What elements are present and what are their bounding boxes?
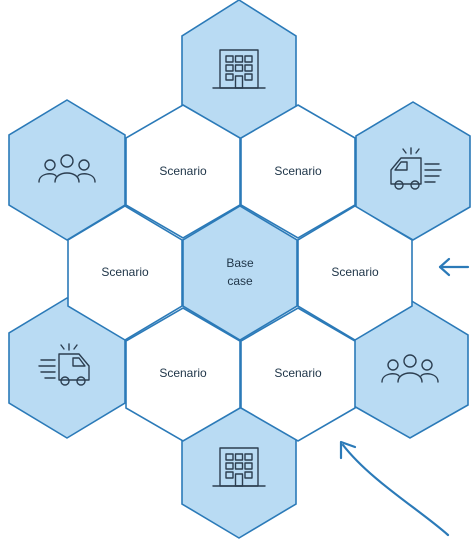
scenario-label: Scenario <box>101 265 149 279</box>
scenario-label: Scenario <box>159 164 207 178</box>
scenario-label: Scenario <box>159 366 207 380</box>
hex-base-case: Base case <box>182 205 298 341</box>
hex-scenario-lower-right: Scenario <box>240 307 356 442</box>
hex-scenario-middle-right: Scenario <box>297 205 413 341</box>
hex-upper-left-people <box>8 99 126 241</box>
scenario-label: Scenario <box>331 265 379 279</box>
right-arrow-icon <box>438 257 470 277</box>
base-case-label-line2: case <box>227 274 253 288</box>
building-icon <box>212 447 266 487</box>
ambulance-icon <box>38 343 90 386</box>
hex-scenario-middle-left: Scenario <box>67 205 183 341</box>
base-case-label-line1: Base <box>226 256 254 270</box>
hex-scenario-lower-left: Scenario <box>125 307 241 442</box>
curved-arrow-icon <box>339 440 450 537</box>
hex-upper-right-ambulance <box>355 101 471 241</box>
building-icon <box>212 49 266 89</box>
hex-scenario-upper-left: Scenario <box>125 104 241 239</box>
scenario-label: Scenario <box>274 164 322 178</box>
people-icon <box>38 154 96 183</box>
hex-scenario-upper-right: Scenario <box>240 104 356 239</box>
people-icon <box>381 354 439 383</box>
scenario-label: Scenario <box>274 366 322 380</box>
ambulance-icon <box>390 147 442 190</box>
